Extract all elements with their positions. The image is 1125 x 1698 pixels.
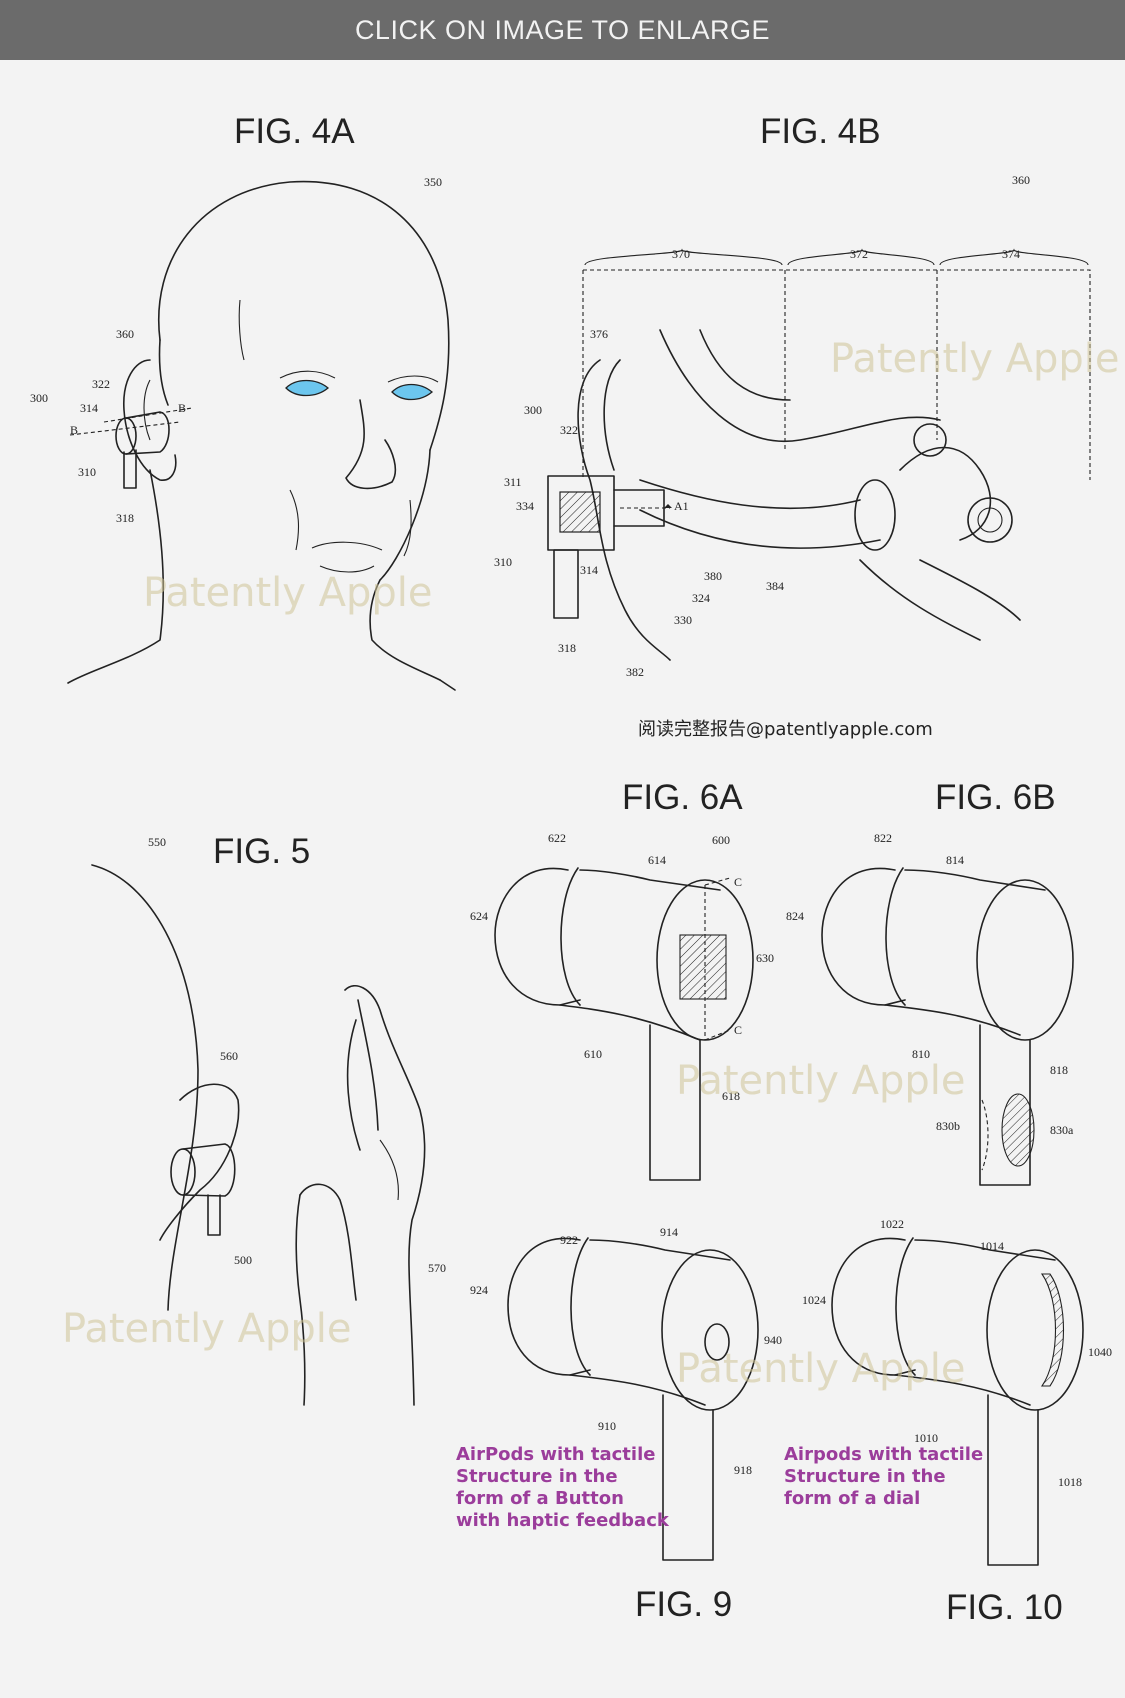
fig-5-title: FIG. 5 bbox=[213, 832, 311, 871]
ref-b300: 300 bbox=[524, 403, 542, 417]
fig-4a-drawing bbox=[67, 180, 456, 691]
watermark-5: Patently Apple bbox=[676, 1346, 966, 1392]
ref-b314: 314 bbox=[580, 563, 598, 577]
fig-9-title: FIG. 9 bbox=[635, 1585, 733, 1624]
fig-6b-refs: 822 814 824 810 818 830b 830a bbox=[786, 831, 1074, 1137]
ref-922: 922 bbox=[560, 1233, 578, 1247]
ref-b334: 334 bbox=[516, 499, 534, 513]
fig-9-refs: 922 914 924 940 910 918 bbox=[470, 1225, 782, 1477]
ref-b322: 322 bbox=[560, 423, 578, 437]
ref-318: 318 bbox=[116, 511, 134, 525]
ref-ba1: A1 bbox=[674, 499, 689, 513]
ref-b372: 372 bbox=[850, 247, 868, 261]
ref-570: 570 bbox=[428, 1261, 446, 1275]
ref-b374: 374 bbox=[1002, 247, 1020, 261]
ref-618: 618 bbox=[722, 1089, 740, 1103]
ref-830a: 830a bbox=[1050, 1123, 1074, 1137]
ref-1010: 1010 bbox=[914, 1431, 938, 1445]
fig-6a-refs: 622 614 600 C 624 630 C 610 618 bbox=[470, 831, 774, 1103]
ref-314: 314 bbox=[80, 401, 98, 415]
ref-c-1: C bbox=[734, 875, 742, 889]
ref-1022: 1022 bbox=[880, 1217, 904, 1231]
ref-b-2: B bbox=[70, 423, 78, 437]
enlarge-banner[interactable]: CLICK ON IMAGE TO ENLARGE bbox=[0, 0, 1125, 60]
fig-5-drawing bbox=[91, 864, 426, 1406]
ref-b324: 324 bbox=[692, 591, 710, 605]
ref-822: 822 bbox=[874, 831, 892, 845]
ref-b370: 370 bbox=[672, 247, 690, 261]
watermark-2: Patently Apple bbox=[143, 570, 433, 616]
ref-1018: 1018 bbox=[1058, 1475, 1082, 1489]
ref-614: 614 bbox=[648, 853, 666, 867]
ref-600: 600 bbox=[712, 833, 730, 847]
fig-4b-refs: 360 370 372 374 376 300 322 311 334 A1 3… bbox=[494, 173, 1030, 679]
fig-4a-title: FIG. 4A bbox=[234, 112, 355, 151]
fig-9-caption: AirPods with tactile Structure in the fo… bbox=[456, 1444, 669, 1531]
ref-924: 924 bbox=[470, 1283, 488, 1297]
ref-560: 560 bbox=[220, 1049, 238, 1063]
fig-10-title: FIG. 10 bbox=[946, 1588, 1063, 1627]
fig-6a-drawing bbox=[494, 867, 754, 1181]
fig-6a-title: FIG. 6A bbox=[622, 778, 743, 817]
fig-10-refs: 1022 1014 1024 1040 1010 1018 bbox=[802, 1217, 1112, 1489]
ref-c-2: C bbox=[734, 1023, 742, 1037]
fig-6b-title: FIG. 6B bbox=[935, 778, 1056, 817]
ref-910: 910 bbox=[598, 1419, 616, 1433]
fig-9-drawing bbox=[507, 1237, 759, 1561]
fig-4b-title: FIG. 4B bbox=[760, 112, 881, 151]
ref-622: 622 bbox=[548, 831, 566, 845]
ref-322: 322 bbox=[92, 377, 110, 391]
ref-918: 918 bbox=[734, 1463, 752, 1477]
fig-4b-drawing bbox=[547, 248, 1091, 661]
ref-300: 300 bbox=[30, 391, 48, 405]
ref-b-1: B bbox=[178, 401, 186, 415]
ref-1024: 1024 bbox=[802, 1293, 826, 1307]
ref-b384: 384 bbox=[766, 579, 784, 593]
fig-10-caption: Airpods with tactile Structure in the fo… bbox=[784, 1444, 984, 1509]
fig-6b-drawing bbox=[821, 867, 1074, 1186]
ref-810: 810 bbox=[912, 1047, 930, 1061]
ref-818: 818 bbox=[1050, 1063, 1068, 1077]
ref-310: 310 bbox=[78, 465, 96, 479]
ref-350: 350 bbox=[424, 175, 442, 189]
ref-914: 914 bbox=[660, 1225, 678, 1239]
ref-624: 624 bbox=[470, 909, 488, 923]
ref-500: 500 bbox=[234, 1253, 252, 1267]
chinese-report-note: 阅读完整报告@patentlyapple.com bbox=[638, 719, 933, 740]
ref-b311: 311 bbox=[504, 475, 522, 489]
ref-814: 814 bbox=[946, 853, 964, 867]
ref-610: 610 bbox=[584, 1047, 602, 1061]
ref-b360: 360 bbox=[1012, 173, 1030, 187]
ref-b380: 380 bbox=[704, 569, 722, 583]
watermark-4: Patently Apple bbox=[62, 1306, 352, 1352]
ref-b376: 376 bbox=[590, 327, 608, 341]
ref-b310: 310 bbox=[494, 555, 512, 569]
fig-4a-refs: 350 360 322 300 314 B B 310 318 bbox=[30, 175, 442, 525]
ref-940: 940 bbox=[764, 1333, 782, 1347]
left-eye bbox=[285, 379, 330, 397]
right-eye bbox=[391, 383, 434, 401]
ref-1040: 1040 bbox=[1088, 1345, 1112, 1359]
ref-630: 630 bbox=[756, 951, 774, 965]
ref-360: 360 bbox=[116, 327, 134, 341]
fig-10-drawing bbox=[831, 1237, 1084, 1566]
ref-550: 550 bbox=[148, 835, 166, 849]
ref-824: 824 bbox=[786, 909, 804, 923]
ref-b382: 382 bbox=[626, 665, 644, 679]
ref-830b: 830b bbox=[936, 1119, 960, 1133]
ref-1014: 1014 bbox=[980, 1239, 1004, 1253]
fig-5-refs: 550 560 500 570 bbox=[148, 835, 446, 1275]
watermark-3: Patently Apple bbox=[676, 1058, 966, 1104]
ref-b318: 318 bbox=[558, 641, 576, 655]
watermark-1: Patently Apple bbox=[830, 336, 1120, 382]
ref-b330: 330 bbox=[674, 613, 692, 627]
